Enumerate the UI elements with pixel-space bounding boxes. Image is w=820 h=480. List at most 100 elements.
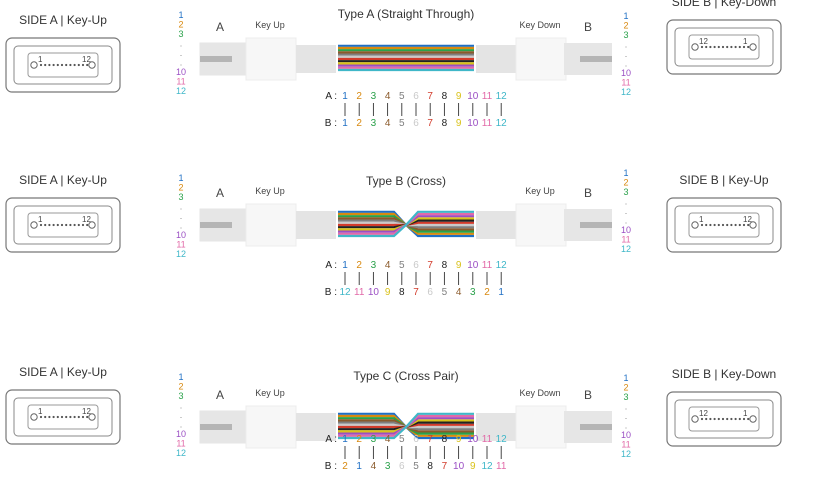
connector-side-b-guide-pin-left (691, 43, 699, 51)
map-a-value: 5 (399, 91, 405, 102)
fiber-hole (44, 415, 47, 419)
fiber-ribbon (338, 44, 474, 72)
fiber-number: . (180, 410, 183, 420)
pin-label-first: 1 (38, 215, 43, 224)
map-a-value: 10 (467, 260, 479, 271)
fiber-strand (338, 412, 474, 440)
fiber-hole (717, 417, 720, 421)
fiber-hole (730, 223, 733, 227)
fiber-number: 12 (176, 448, 186, 458)
map-a-value: 12 (496, 260, 508, 271)
fiber-hole (717, 45, 720, 49)
fiber-hole (48, 223, 51, 227)
map-a-value: 10 (467, 91, 479, 102)
fiber-number: 11 (176, 77, 185, 87)
map-b-value: 4 (456, 287, 462, 298)
fiber-number: . (180, 202, 183, 212)
fiber-strand (338, 210, 474, 238)
map-a-value: 12 (496, 91, 508, 102)
connector-side-b-guide-pin-left (691, 415, 699, 423)
fiber-hole (86, 415, 89, 419)
map-a-value: 9 (456, 91, 462, 102)
map-b-value: 2 (342, 461, 348, 472)
fiber-hole (721, 417, 725, 421)
map-b-value: 12 (339, 287, 351, 298)
map-b-value: 3 (371, 118, 377, 129)
map-a-value: 8 (442, 434, 448, 445)
fiber-hole (709, 45, 712, 49)
fiber-number: . (625, 206, 628, 216)
fiber-hole (48, 63, 51, 67)
map-a-value: 2 (356, 260, 362, 271)
fiber-hole (77, 223, 80, 227)
boot-b (515, 405, 567, 449)
map-b-value: 10 (467, 118, 479, 129)
fiber-hole (709, 223, 712, 227)
fiber-hole (713, 223, 716, 227)
fiber-number: . (180, 58, 183, 68)
map-b-value: 1 (356, 461, 362, 472)
fiber-number: . (180, 401, 183, 411)
map-a-value: 11 (482, 91, 493, 102)
fiber-hole (81, 415, 85, 419)
map-b-value: 10 (453, 461, 465, 472)
fiber-hole (705, 223, 708, 227)
fiber-hole (73, 223, 76, 227)
fiber-number: . (180, 39, 183, 49)
fiber-hole (86, 223, 89, 227)
fiber-hole (734, 45, 737, 49)
end-b-label: B (584, 20, 592, 34)
map-a-value: 2 (356, 434, 362, 445)
map-b-prefix: B : (325, 461, 337, 472)
fiber-hole (48, 415, 51, 419)
fiber-number: . (180, 420, 183, 430)
fiber-number: 10 (176, 67, 186, 77)
fiber-number: 3 (623, 30, 628, 40)
fiber-number: . (180, 221, 183, 231)
fiber-number: . (625, 197, 628, 207)
fiber-number: . (625, 59, 628, 69)
map-a-value: 3 (371, 260, 377, 271)
fiber-hole (65, 415, 68, 419)
connector-side-a-guide-pin-right (88, 61, 96, 69)
fiber-hole (747, 223, 750, 227)
pin-label-first: 1 (699, 215, 704, 224)
fiber-hole (60, 415, 64, 419)
map-b-value: 9 (385, 287, 391, 298)
connector-a-ferrule (200, 56, 232, 62)
pin-label-first: 12 (699, 37, 708, 46)
map-a-value: 3 (371, 434, 377, 445)
fiber-hole (81, 223, 85, 227)
fiber-number: 3 (178, 391, 183, 401)
fiber-hole (734, 417, 737, 421)
map-b-value: 6 (399, 461, 405, 472)
fiber-number: 1 (178, 173, 183, 183)
fiber-number: . (625, 216, 628, 226)
fiber-number: . (625, 40, 628, 50)
fiber-hole (742, 417, 746, 421)
fiber-hole (705, 45, 708, 49)
map-b-value: 2 (356, 118, 362, 129)
fiber-hole (65, 223, 68, 227)
map-a-value: 7 (427, 434, 433, 445)
fiber-hole (69, 63, 72, 67)
end-a-label: A (216, 20, 224, 34)
map-b-value: 12 (481, 461, 493, 472)
fiber-hole (709, 417, 712, 421)
fiber-hole (738, 45, 741, 49)
connector-b-ferrule (580, 56, 612, 62)
end-b-label: B (584, 388, 592, 402)
boot-a-label: Key Up (255, 186, 285, 196)
map-b-value: 9 (470, 461, 476, 472)
map-a-value: 6 (413, 434, 419, 445)
fiber-number: 2 (178, 183, 183, 193)
fiber-number: 2 (178, 382, 183, 392)
connector-side-a-guide-pin-left (30, 413, 38, 421)
